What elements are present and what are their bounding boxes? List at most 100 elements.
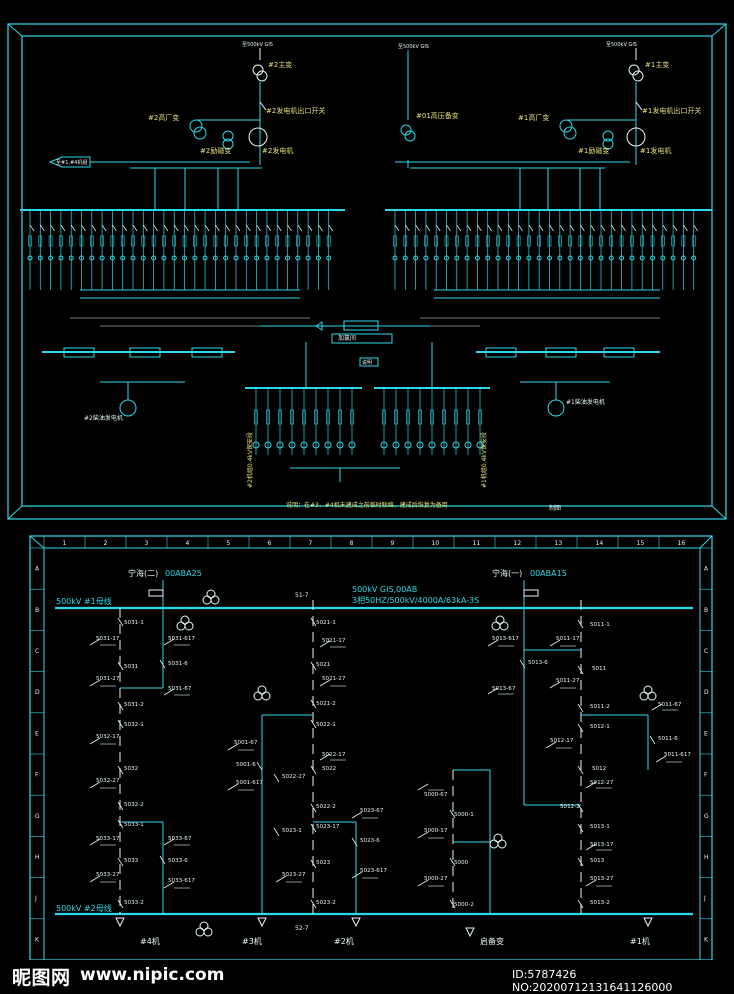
earth-switch: [351, 871, 363, 879]
disconnect-switch: [577, 619, 584, 629]
switch-label: 5013-27: [590, 876, 614, 882]
standby-label: 启备变: [480, 936, 504, 946]
earth-switch: [417, 783, 429, 791]
disconnect-switch: [159, 659, 166, 669]
col-number: 9: [391, 540, 395, 547]
main-tx-2-label: #2主变: [268, 60, 292, 69]
earth-switch: [549, 681, 561, 689]
gen-switch-1-label: #1发电机出口开关: [642, 106, 701, 115]
row-letter: H: [704, 854, 709, 861]
row-letter: H: [35, 854, 40, 861]
watermark-id: ID:5787426 NO:20200712131641126000: [512, 968, 673, 994]
row-letter: B: [35, 607, 39, 614]
disconnect-switch: [577, 703, 584, 713]
disconnect-switch: [117, 701, 124, 711]
main-tx-1-label: #1主变: [645, 60, 669, 69]
earth-switch: [89, 875, 101, 883]
gis-title: 500kV GIS,00AB: [352, 585, 417, 594]
earth-switch: [227, 743, 239, 751]
aux-gen-left-label: #2柴油发电机: [84, 414, 123, 422]
center-box-label: 加氯间: [338, 334, 356, 342]
gen-switch-2-label: #2发电机出口开关: [266, 106, 325, 115]
switch-label: 5032-1: [124, 722, 144, 728]
switch-label: 5023-1: [282, 828, 302, 834]
col-number: 10: [432, 540, 440, 547]
plant-tx-1-label: #1高厂变: [518, 113, 549, 122]
startup-tx-label: #01高压备变: [416, 111, 459, 120]
disconnect-switch: [117, 661, 124, 671]
earth-switch: [417, 831, 429, 839]
grid-ticks: [30, 536, 712, 920]
earth-switch: [163, 881, 175, 889]
switch-label: 5033-2: [124, 900, 144, 906]
switch-label: 5021-1: [316, 620, 336, 626]
switch-label: 5031-6: [168, 661, 188, 667]
switch-label: 5000-27: [424, 876, 448, 882]
col-number: 5: [227, 540, 231, 547]
bus2-label: 500kV #2母线: [56, 903, 112, 913]
row-letter: B: [704, 607, 708, 614]
row-letter: J: [703, 895, 706, 902]
sec-feeders: [252, 388, 484, 455]
switch-label: 5032-27: [96, 778, 120, 784]
switch-label: 5033-17: [96, 836, 120, 842]
disconnect-switch: [577, 899, 584, 909]
row-letter: A: [704, 566, 709, 573]
switch-label: 5023-17: [316, 824, 340, 830]
switch-label: 5023-67: [360, 808, 384, 814]
earth-switch: [319, 640, 331, 648]
switch-label: 5031-2: [124, 702, 144, 708]
disconnect-switch: [159, 855, 166, 865]
switch-label: 5033-27: [96, 872, 120, 878]
disconnect-switch: [117, 765, 124, 775]
switch-label: 5001-6: [236, 762, 256, 768]
row-letter: G: [35, 813, 40, 820]
earth-switch: [275, 875, 287, 883]
switch-label: 5022-17: [322, 752, 346, 758]
earth-switch: [227, 783, 239, 791]
watermark-brand: 昵图网: [12, 967, 71, 989]
plant-tx-2-label: #2高厂变: [148, 113, 179, 122]
line2-label: 宁海(二): [128, 568, 158, 578]
switch-label: 5001-617: [236, 780, 263, 786]
earth-switch: [89, 737, 101, 745]
top-note: 说明：在#3、#4机未建成之前临时联络，建成后恢复为备用: [286, 501, 448, 509]
switch-label: 5011-17: [556, 636, 580, 642]
earth-switch: [89, 679, 101, 687]
top-schematic: [20, 48, 712, 211]
switch-label: 5013-1: [590, 824, 610, 830]
disconnect-switch: [273, 827, 280, 837]
row-letter: J: [34, 895, 37, 902]
switch-label: 5022-1: [316, 722, 336, 728]
disconnect-switch: [117, 819, 124, 829]
switch-label: 5012-27: [590, 780, 614, 786]
disconnect-switch: [117, 719, 124, 729]
earth-switch: [651, 703, 663, 711]
col-number: 15: [637, 540, 645, 547]
top-frame: [7, 23, 727, 520]
switch-label: 5012-2: [560, 804, 580, 810]
earth-switch: [163, 638, 175, 646]
switch-label: 5033-67: [168, 836, 192, 842]
earth-switch: [163, 838, 175, 846]
col-number: 7: [309, 540, 313, 547]
unit3-label: #3机: [242, 936, 262, 946]
switch-label: 5031-17: [96, 636, 120, 642]
col-number: 14: [596, 540, 604, 547]
switch-label: 5031-617: [168, 636, 195, 642]
row-letter: F: [704, 772, 708, 779]
row-letter: G: [704, 813, 709, 820]
switch-label: 5011-617: [664, 752, 691, 758]
disconnect-switch: [577, 765, 584, 775]
bus1-label: 500kV #1母线: [56, 596, 112, 606]
row-letter: K: [704, 936, 709, 943]
disconnect-switch: [577, 803, 584, 813]
switch-label: 5023-2: [316, 900, 336, 906]
col-number: 4: [186, 540, 190, 547]
disconnect-switch: [649, 735, 656, 745]
row-letter: D: [35, 689, 40, 696]
switch-label: 5001-67: [234, 740, 258, 746]
bottom-schematic: [55, 580, 693, 938]
switch-label: 5023-6: [360, 838, 380, 844]
